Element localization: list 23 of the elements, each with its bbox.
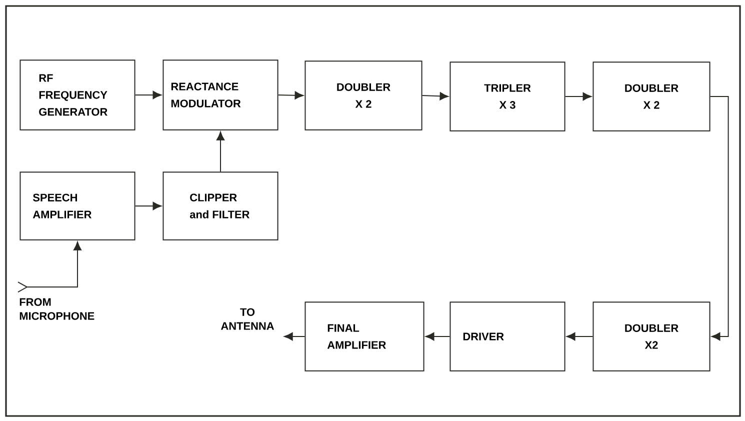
arrow xyxy=(710,96,729,341)
arrow xyxy=(134,202,162,210)
block-box: DRIVER xyxy=(450,302,566,372)
arrow xyxy=(26,242,82,288)
arrow xyxy=(426,332,450,341)
block-box: TRIPLER X 3 xyxy=(450,62,566,132)
block-box: RF FREQUENCY GENERATOR xyxy=(20,60,136,130)
block-box: DOUBLER X 2 xyxy=(304,60,422,130)
arrow xyxy=(278,91,304,100)
arrow xyxy=(564,92,592,101)
signal-label: FROM MICROPHONE xyxy=(20,298,94,320)
arrow xyxy=(284,332,306,341)
block-box: CLIPPER and FILTER xyxy=(162,172,278,240)
arrow xyxy=(134,90,162,100)
block-box: DOUBLER X 2 xyxy=(592,62,710,132)
block-box: DOUBLER X2 xyxy=(592,302,710,372)
block-box: REACTANCE MODULATOR xyxy=(162,60,278,130)
arrow xyxy=(422,92,448,100)
signal-label: TO ANTENNA xyxy=(220,308,274,330)
arrow xyxy=(216,132,225,172)
arrow xyxy=(566,332,594,341)
block-box: FINAL AMPLIFIER xyxy=(304,302,424,372)
block-box: SPEECH AMPLIFIER xyxy=(20,172,136,240)
